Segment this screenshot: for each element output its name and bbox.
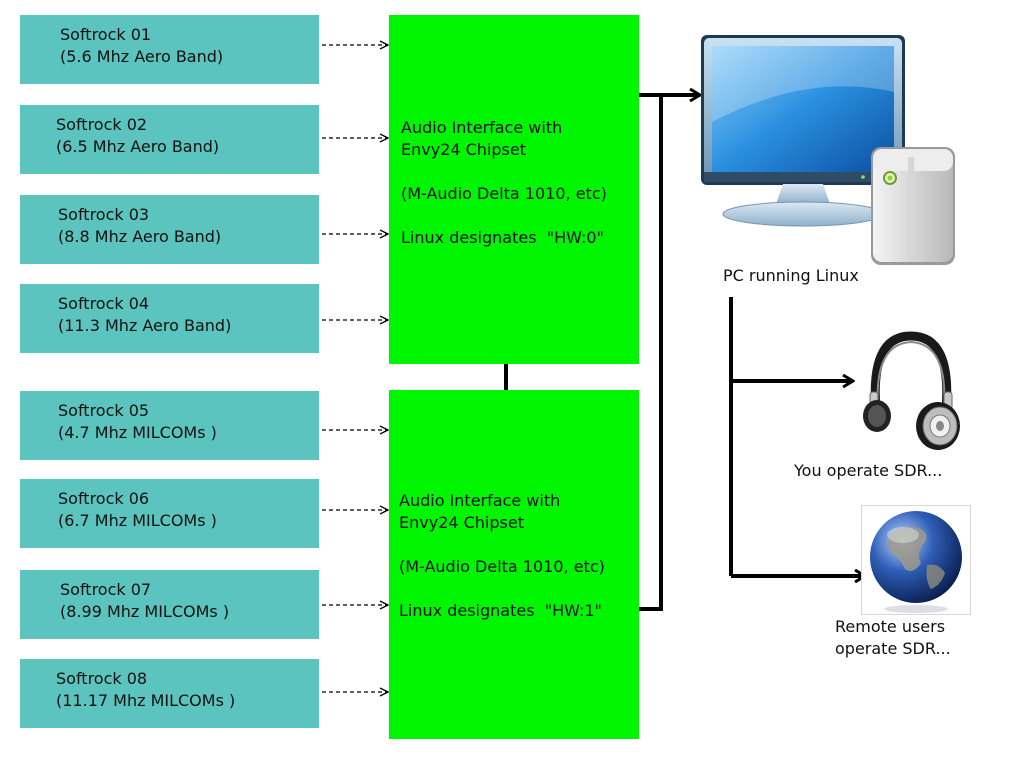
softrock-name: Softrock 04 <box>58 294 150 313</box>
softrock-box-06: Softrock 06 (6.7 Mhz MILCOMs ) <box>20 479 319 548</box>
remote-label-line2: operate SDR... <box>835 639 951 658</box>
softrock-name: Softrock 06 <box>58 489 150 508</box>
audio-interface-chipset: Envy24 Chipset <box>399 513 524 532</box>
softrock-box-03: Softrock 03 (8.8 Mhz Aero Band) <box>20 195 319 264</box>
softrock-box-07: Softrock 07 (8.99 Mhz MILCOMs ) <box>20 570 319 639</box>
audio-interface-designation: Linux designates "HW:1" <box>399 601 602 620</box>
softrock-band: (5.6 Mhz Aero Band) <box>60 47 224 66</box>
softrock-band: (8.99 Mhz MILCOMs ) <box>60 602 230 621</box>
pc-label: PC running Linux <box>723 266 859 285</box>
globe-icon <box>861 505 971 615</box>
softrock-band: (6.7 Mhz MILCOMs ) <box>58 511 217 530</box>
softrock-name: Softrock 05 <box>58 401 150 420</box>
audio-interface-title: Audio Interface with <box>401 118 563 137</box>
remote-label-line1: Remote users <box>835 617 946 636</box>
softrock-band: (11.17 Mhz MILCOMs ) <box>56 691 236 710</box>
desktop-computer-icon <box>701 35 955 265</box>
audio-interface-designation: Linux designates "HW:0" <box>401 228 604 247</box>
audio-interface-model: (M-Audio Delta 1010, etc) <box>401 184 607 203</box>
softrock-box-02: Softrock 02 (6.5 Mhz Aero Band) <box>20 105 319 174</box>
audio-interface-model: (M-Audio Delta 1010, etc) <box>399 557 605 576</box>
headphones-label: You operate SDR... <box>794 461 943 480</box>
softrock-box-04: Softrock 04 (11.3 Mhz Aero Band) <box>20 284 319 353</box>
softrock-band: (4.7 Mhz MILCOMs ) <box>58 423 217 442</box>
softrock-band: (11.3 Mhz Aero Band) <box>58 316 232 335</box>
headphones-icon <box>863 331 960 450</box>
softrock-box-01: Softrock 01 (5.6 Mhz Aero Band) <box>20 15 319 84</box>
softrock-name: Softrock 07 <box>60 580 152 599</box>
softrock-band: (6.5 Mhz Aero Band) <box>56 137 220 156</box>
softrock-name: Softrock 01 <box>60 25 152 44</box>
softrock-band: (8.8 Mhz Aero Band) <box>58 227 222 246</box>
softrock-box-05: Softrock 05 (4.7 Mhz MILCOMs ) <box>20 391 319 460</box>
softrock-name: Softrock 02 <box>56 115 148 134</box>
audio-interface-title: Audio Interface with <box>399 491 561 510</box>
softrock-name: Softrock 08 <box>56 669 148 688</box>
audio-interface-chipset: Envy24 Chipset <box>401 140 526 159</box>
remote-label: Remote users operate SDR... <box>835 616 951 660</box>
softrock-name: Softrock 03 <box>58 205 150 224</box>
softrock-box-08: Softrock 08 (11.17 Mhz MILCOMs ) <box>20 659 319 728</box>
